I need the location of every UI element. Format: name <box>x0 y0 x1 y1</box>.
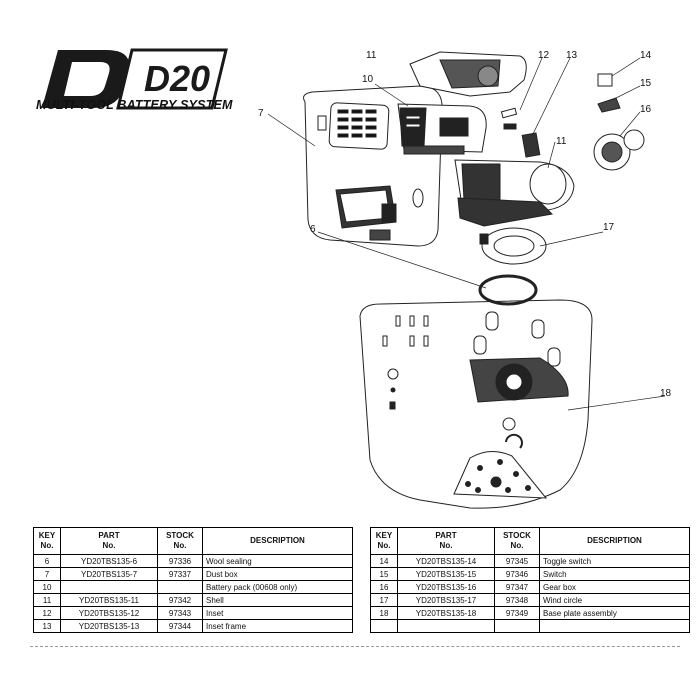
battery-pack <box>397 103 487 155</box>
col-description-header: DESCRIPTION <box>202 527 353 555</box>
callout-10: 10 <box>362 74 374 85</box>
dust-box-parts <box>317 102 424 241</box>
callout-18: 18 <box>660 388 672 399</box>
wool-sealing-ring <box>478 274 538 306</box>
shell <box>454 159 575 227</box>
base-plate-outline <box>359 299 593 509</box>
top-housing <box>409 51 527 97</box>
callout-17: 17 <box>603 222 615 233</box>
inset-parts <box>500 107 541 158</box>
callout-6: 6 <box>310 224 316 235</box>
callout-13: 13 <box>566 50 578 61</box>
leader-lines <box>267 57 666 411</box>
d20-logo: D20 <box>42 48 228 110</box>
callout-15: 15 <box>640 78 652 89</box>
switch-parts <box>593 73 645 171</box>
callout-11: 11 <box>556 136 567 147</box>
table-row <box>370 619 690 633</box>
callout-16: 16 <box>640 104 652 115</box>
col-description-header: DESCRIPTION <box>539 527 690 555</box>
dust-box-outline <box>303 85 443 247</box>
brand-tagline: MULTI-TOOL BATTERY SYSTEM <box>36 98 233 112</box>
exploded-parts-diagram: 7 6 10 11 12 13 14 15 16 11 17 18 <box>258 50 672 509</box>
logo-text: D20 <box>144 58 210 99</box>
callout-12: 12 <box>538 50 550 61</box>
page-bottom-divider <box>30 646 680 647</box>
callout-7: 7 <box>258 108 264 119</box>
callout-14: 14 <box>640 50 652 61</box>
callout-11-top: 11 <box>366 50 377 61</box>
base-plate-parts <box>382 311 569 499</box>
wind-circle <box>479 227 547 265</box>
